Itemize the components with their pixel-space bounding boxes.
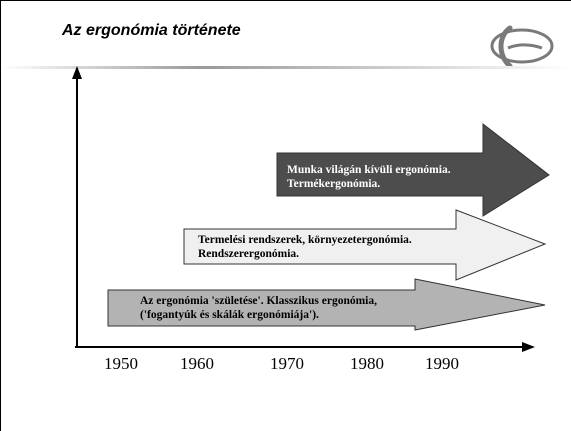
arrow-classical-ergonomics-label: Az ergonómia 'születése'. Klasszikus erg…	[140, 294, 377, 322]
year-label-1980: 1980	[350, 354, 384, 373]
header-separator	[1, 66, 571, 69]
year-label-1990: 1990	[425, 354, 459, 373]
arrow-production-systems-line1: Termelési rendszerek, környezetergonómia…	[198, 234, 412, 246]
y-axis-arrowhead	[72, 66, 82, 79]
slide-title: Az ergonómia története	[62, 22, 241, 39]
arrow-product-ergonomics-line1: Munka világán kívüli ergonómia.	[287, 164, 451, 176]
x-axis-arrowhead	[522, 342, 535, 352]
arrow-classical-ergonomics-line1: Az ergonómia 'születése'. Klasszikus erg…	[140, 295, 378, 307]
ergonomics-logo-icon	[490, 25, 554, 69]
year-label-1960: 1960	[180, 354, 214, 373]
year-label-1950: 1950	[104, 354, 138, 373]
arrow-production-systems-label: Termelési rendszerek, környezetergonómia…	[198, 233, 412, 261]
slide-top-border	[0, 0, 571, 1]
arrow-product-ergonomics-line2: Termékergonómia.	[287, 178, 381, 190]
arrow-production-systems-line2: Rendszerergonómia.	[198, 248, 300, 260]
arrow-product-ergonomics-label: Munka világán kívüli ergonómia. Terméker…	[287, 163, 451, 191]
year-label-1970: 1970	[270, 354, 304, 373]
arrow-product-ergonomics	[276, 122, 550, 217]
arrow-classical-ergonomics	[107, 278, 546, 331]
slide-left-border	[0, 0, 1, 431]
arrow-production-systems	[183, 209, 547, 281]
arrow-classical-ergonomics-line2: ('fogantyúk és skálák ergonómiája').	[140, 309, 319, 321]
